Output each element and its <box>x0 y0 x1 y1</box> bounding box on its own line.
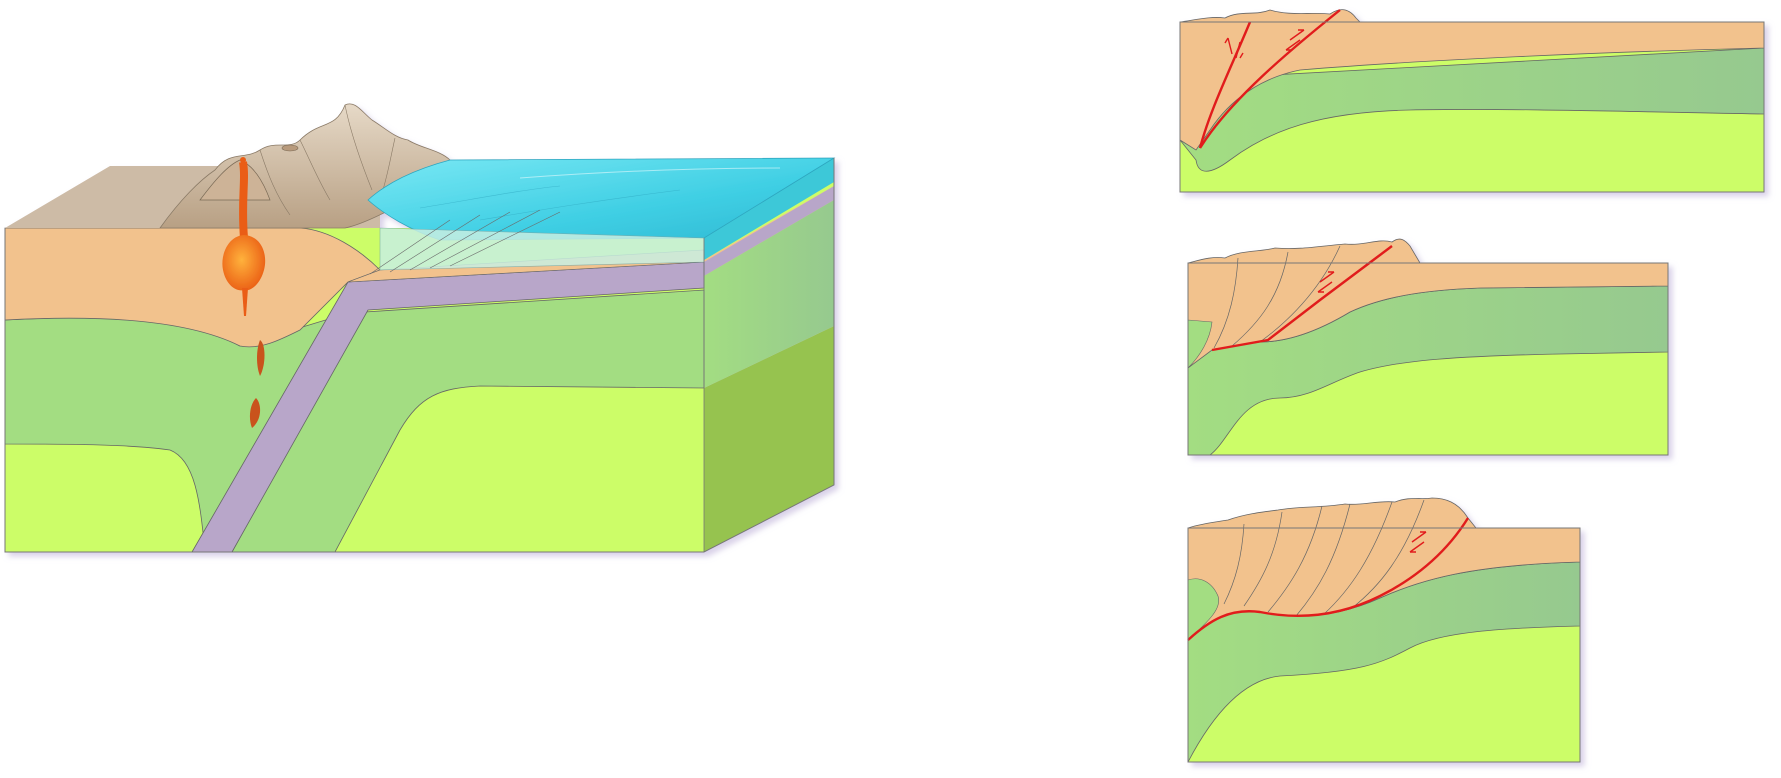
lithospheric-mantle-right <box>231 289 705 553</box>
volcano-vent <box>240 157 246 163</box>
magma-droplet-1 <box>257 340 265 376</box>
magma-system <box>222 157 266 428</box>
cs3-slip-arrows <box>1409 531 1427 553</box>
continental-crust-front <box>4 227 381 348</box>
magma-chamber <box>222 235 266 291</box>
cs1-slip-arrows-2 <box>1285 29 1305 51</box>
block-diagram <box>4 103 836 553</box>
cs2-slip-arrows <box>1317 271 1335 293</box>
accretionary-wedge <box>369 209 561 275</box>
magma-tail <box>242 288 248 316</box>
cross-section-2 <box>1187 238 1669 456</box>
cs1-slip-arrows-1 <box>1224 37 1244 59</box>
cs1-fault-1 <box>1198 21 1252 149</box>
cs3-thrust-slices <box>1223 499 1425 617</box>
cs2-crust <box>1187 238 1669 369</box>
cs1-mantle <box>1179 47 1765 172</box>
cs3-fault <box>1187 517 1470 641</box>
cs2-thrust-slices <box>1213 245 1341 349</box>
magma-droplet-2 <box>249 398 261 428</box>
cs1-fault-2 <box>1198 9 1341 149</box>
cs2-fault <box>1211 245 1393 352</box>
block-side-face <box>704 158 834 552</box>
cross-section-3 <box>1187 497 1581 763</box>
cross-section-1 <box>1179 9 1765 193</box>
